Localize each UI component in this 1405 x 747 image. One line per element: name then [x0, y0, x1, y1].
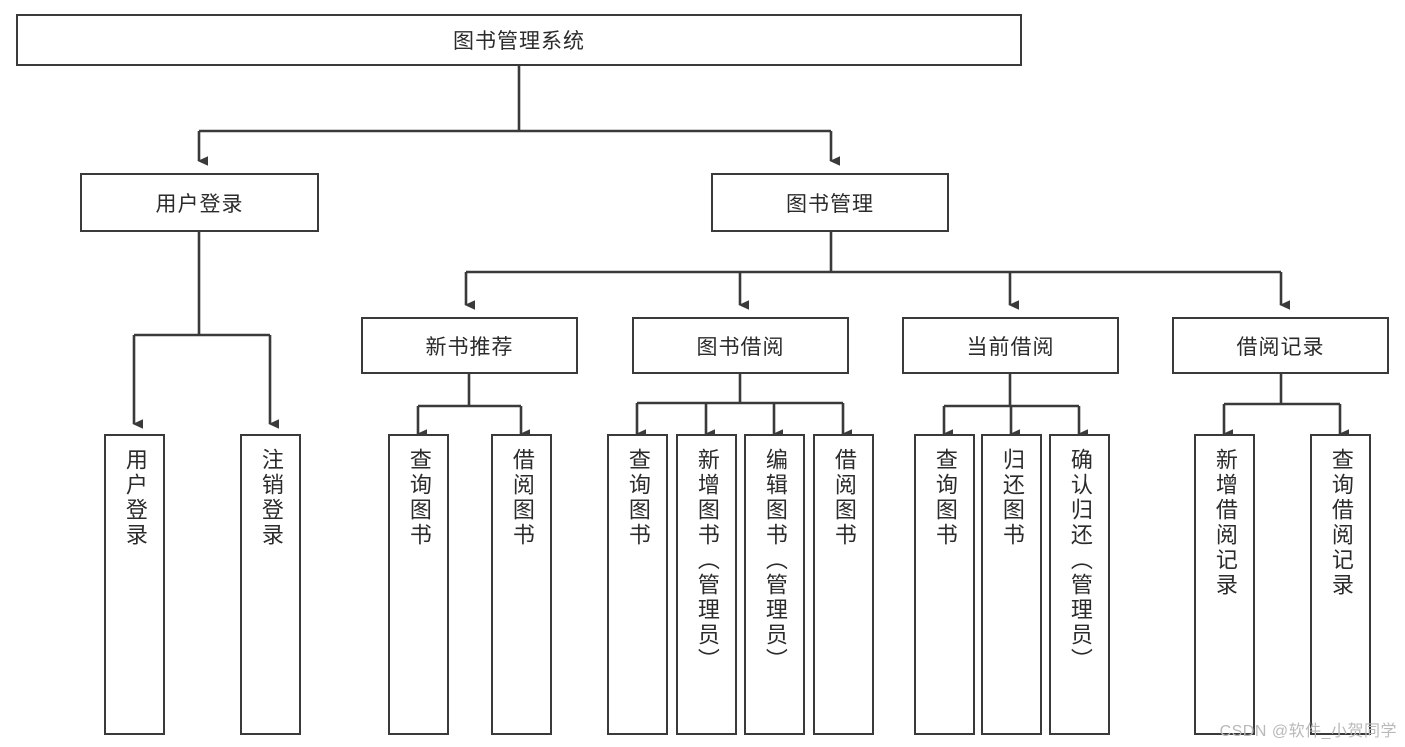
- leaf-label: 查询图书: [406, 448, 432, 548]
- leaf-label: 注销登录: [258, 448, 284, 548]
- watermark: CSDN @软件_小贺同学: [1219, 723, 1397, 740]
- node-leaf-query-book-3[interactable]: 查询图书: [914, 434, 975, 735]
- node-user-login[interactable]: 用户登录: [80, 173, 319, 232]
- leaf-label: 归还图书: [999, 448, 1025, 548]
- node-leaf-query-record[interactable]: 查询借阅记录: [1310, 434, 1371, 735]
- leaf-label: 查询图书: [625, 448, 651, 548]
- leaf-label: 确认归还（管理员）: [1067, 448, 1093, 673]
- node-current-borrow-label: 当前借阅: [966, 335, 1055, 359]
- node-new-book-rec-label: 新书推荐: [425, 335, 514, 359]
- node-book-borrow[interactable]: 图书借阅: [632, 317, 849, 374]
- node-leaf-borrow-book-1[interactable]: 借阅图书: [491, 434, 552, 735]
- node-borrow-record-label: 借阅记录: [1236, 335, 1325, 359]
- node-root[interactable]: 图书管理系统: [16, 14, 1022, 66]
- leaf-label: 借阅图书: [831, 448, 857, 548]
- leaf-label: 编辑图书（管理员）: [762, 448, 788, 673]
- node-leaf-confirm-return[interactable]: 确认归还（管理员）: [1049, 434, 1110, 735]
- node-user-login-label: 用户登录: [155, 192, 244, 216]
- leaf-label: 借阅图书: [509, 448, 535, 548]
- node-leaf-edit-book[interactable]: 编辑图书（管理员）: [744, 434, 805, 735]
- leaf-label: 查询借阅记录: [1328, 448, 1354, 598]
- node-leaf-logout[interactable]: 注销登录: [240, 434, 301, 735]
- node-book-borrow-label: 图书借阅: [696, 335, 785, 359]
- node-current-borrow[interactable]: 当前借阅: [902, 317, 1119, 374]
- node-leaf-add-record[interactable]: 新增借阅记录: [1194, 434, 1255, 735]
- node-leaf-borrow-book-2[interactable]: 借阅图书: [813, 434, 874, 735]
- leaf-label: 用户登录: [122, 448, 148, 548]
- node-book-manage-label: 图书管理: [786, 192, 874, 216]
- node-book-manage[interactable]: 图书管理: [711, 173, 949, 232]
- node-leaf-user-login[interactable]: 用户登录: [104, 434, 165, 735]
- node-leaf-add-book[interactable]: 新增图书（管理员）: [676, 434, 737, 735]
- node-leaf-query-book-2[interactable]: 查询图书: [607, 434, 668, 735]
- node-borrow-record[interactable]: 借阅记录: [1172, 317, 1389, 374]
- leaf-label: 新增借阅记录: [1212, 448, 1238, 598]
- node-leaf-query-book-1[interactable]: 查询图书: [388, 434, 449, 735]
- node-root-label: 图书管理系统: [453, 30, 585, 53]
- node-new-book-rec[interactable]: 新书推荐: [361, 317, 578, 374]
- node-leaf-return-book[interactable]: 归还图书: [981, 434, 1042, 735]
- leaf-label: 查询图书: [932, 448, 958, 548]
- leaf-label: 新增图书（管理员）: [694, 448, 720, 673]
